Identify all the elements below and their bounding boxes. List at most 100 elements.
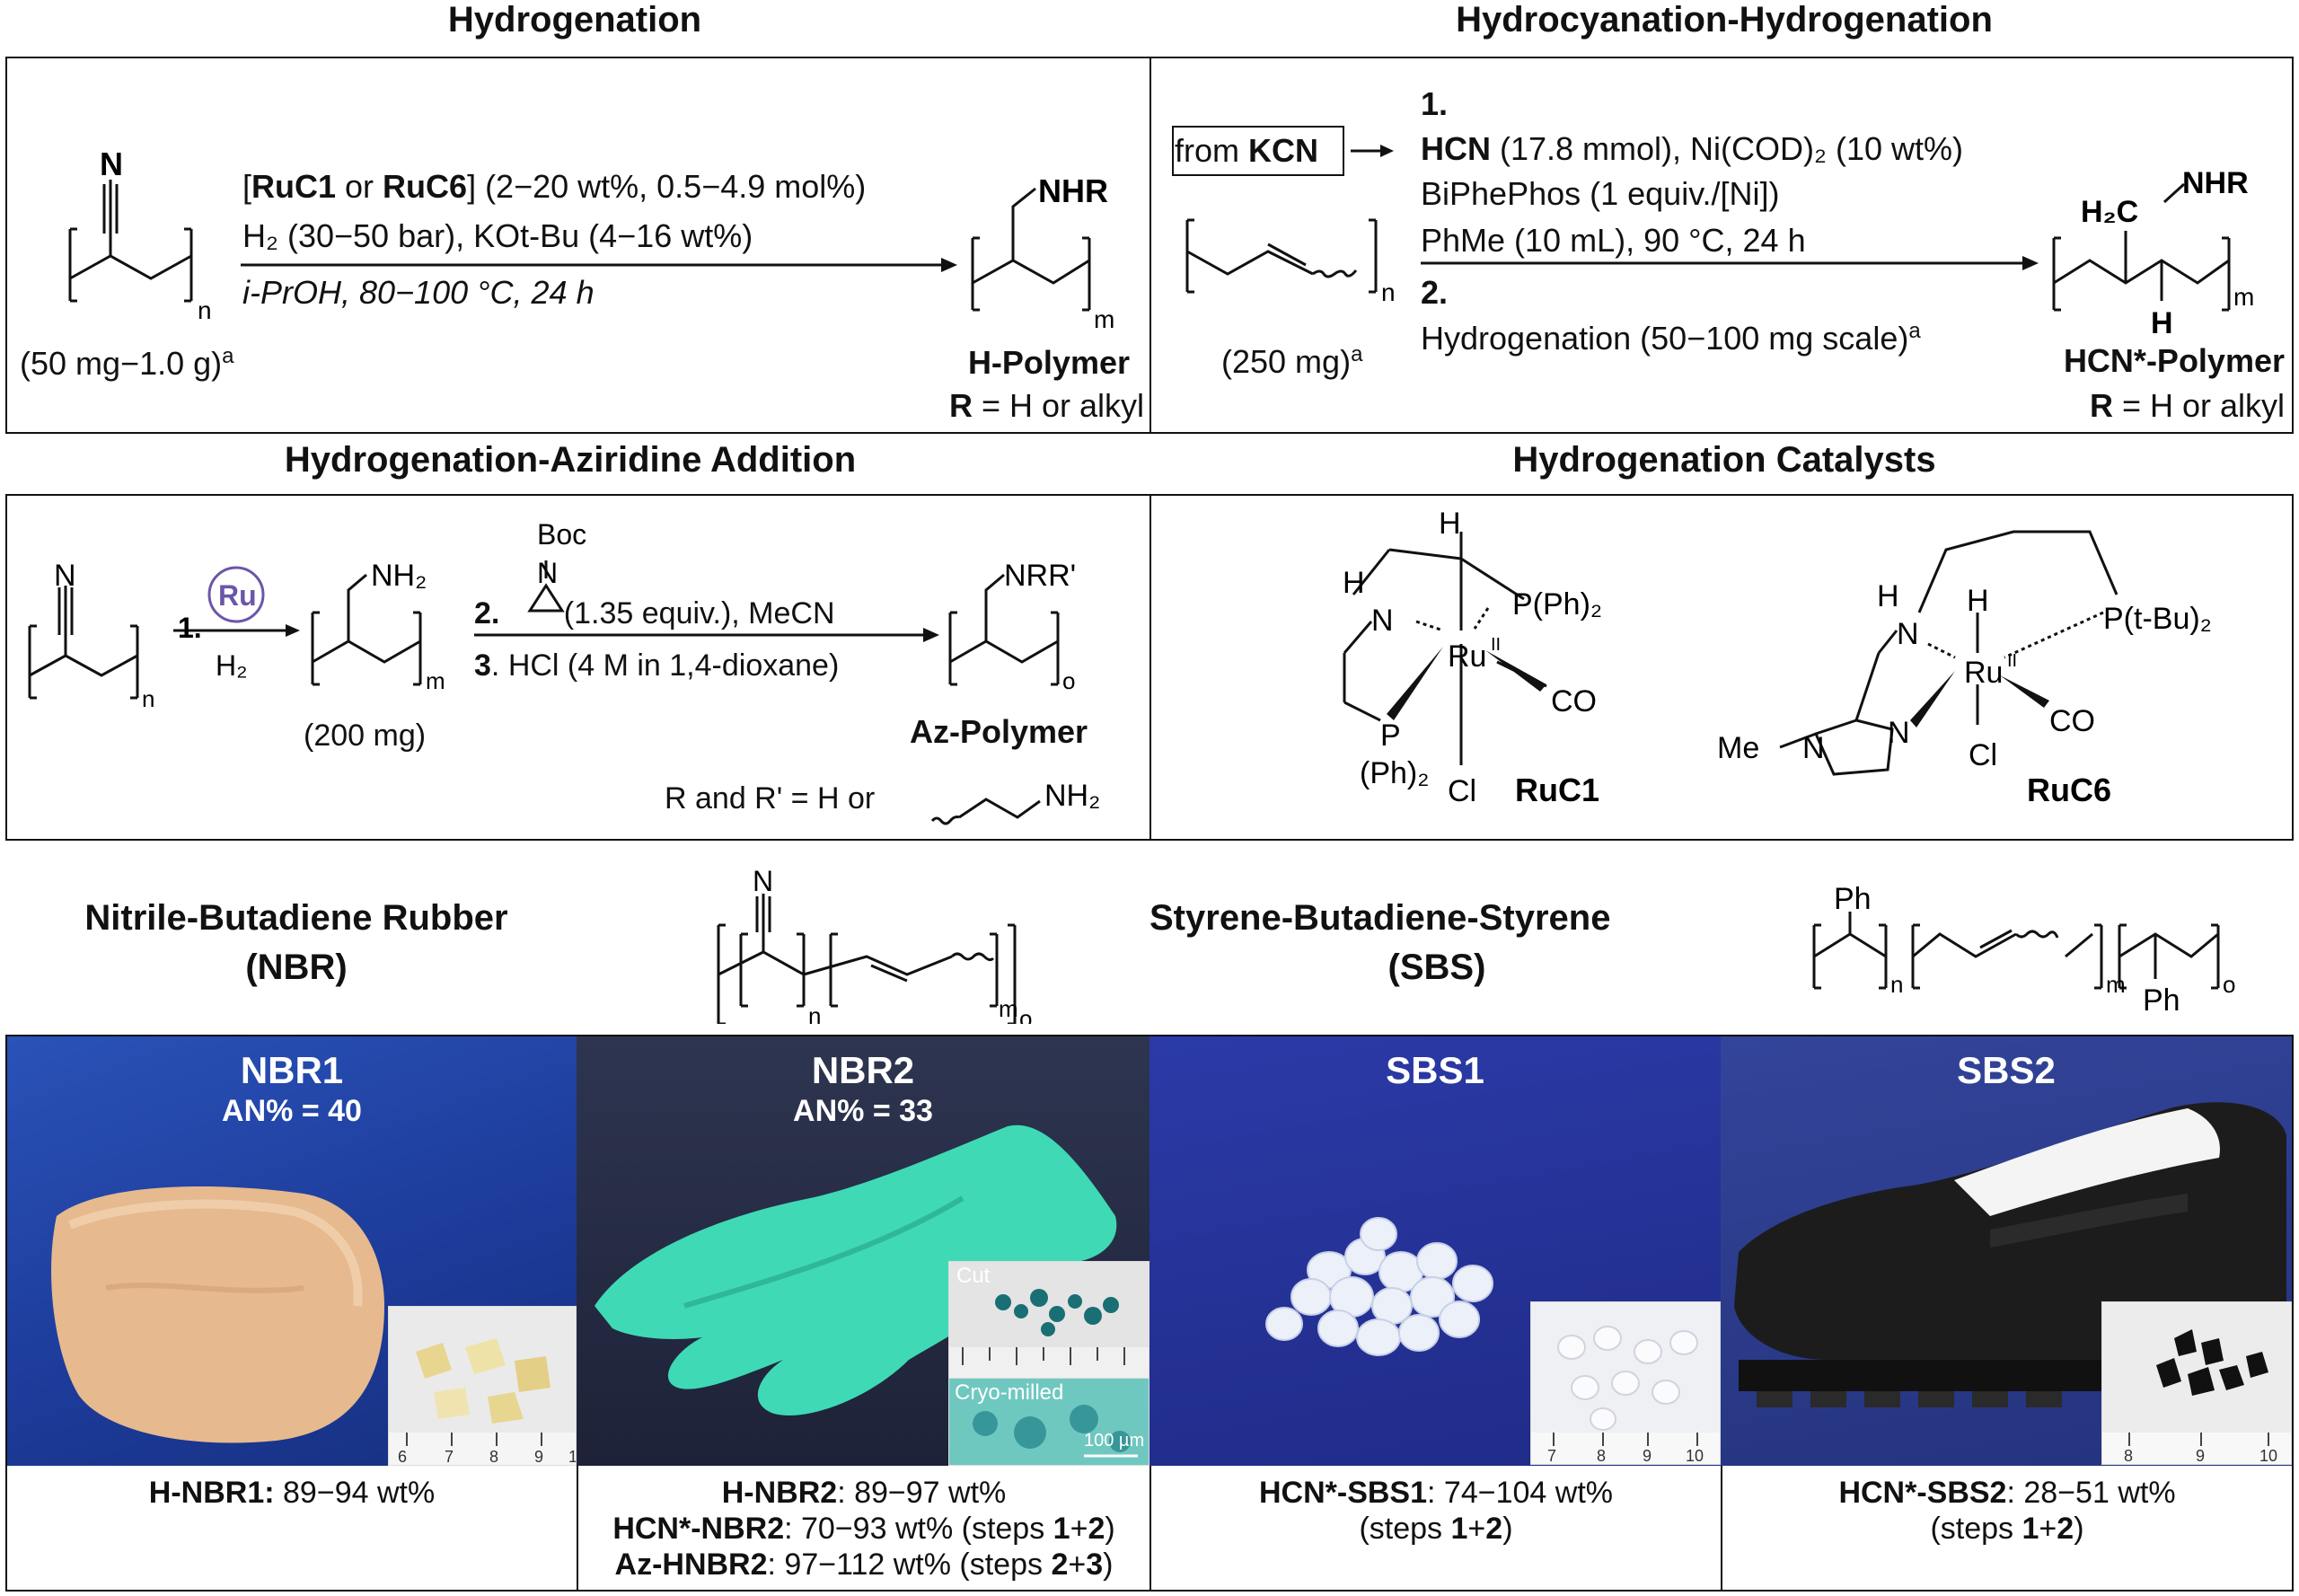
catalyst-structures: H H N Ru II P(Ph)₂ P (Ph)₂ CO Cl RuC1: [1343, 507, 2212, 808]
hydrogenation-panel: N n NHR m [RuC1 or RuC6] (2−20 wt%, 0.5−…: [5, 57, 1151, 434]
nbr2-inset-cryo-image: [973, 1405, 1138, 1458]
az-r-def: R and R' = H or: [665, 781, 876, 816]
material-structures: N n m o: [717, 865, 2235, 1024]
aziridine-scheme: N n Ru 1. H₂ NH₂ m Boc N NRR' o NH₂: [28, 518, 1100, 825]
step2-number: 2.: [1421, 274, 1449, 311]
sbs2-tick-9: 9: [2196, 1447, 2205, 1464]
nitrile-n-label: N: [54, 559, 76, 593]
nbr-title-1: Nitrile-Butadiene Rubber: [84, 898, 508, 938]
step1-hcn: HCN (17.8 mmol), Ni(COD)₂ (10 wt%): [1421, 130, 1964, 167]
nbr2-glove-image: [595, 1124, 1117, 1415]
nbr-sub-o: o: [1019, 1005, 1032, 1024]
caption-divider-2: [1150, 1466, 1151, 1590]
step1-number: 1.: [178, 612, 202, 644]
sbs-title-2: (SBS): [1387, 948, 1486, 987]
nhr-label: NHR: [2182, 166, 2249, 200]
ruc6-me: Me: [1717, 731, 1759, 765]
boc-label: Boc: [537, 518, 586, 551]
hydrogenation-scheme: N n NHR m: [68, 145, 1114, 333]
nbr-n: N: [753, 865, 773, 897]
sub-m: m: [426, 667, 445, 694]
sbs1-tick-7: 7: [1547, 1447, 1556, 1464]
nbr1-tick-9: 9: [534, 1448, 543, 1465]
photo-nbr1-sub: AN% = 40: [222, 1094, 362, 1128]
sbs2-tick-10: 10: [2259, 1447, 2277, 1464]
nbr-sub-m: m: [999, 995, 1018, 1022]
ruc1-ph2: (Ph)₂: [1360, 756, 1429, 790]
hcn-polymer-label: HCN*-Polymer: [2063, 342, 2285, 379]
step2-hydrogenation: Hydrogenation (50−100 mg scale)a: [1421, 319, 1921, 357]
sbs-title-1: Styrene-Butadiene-Styrene: [1150, 898, 1611, 938]
caption-sbs2: HCN*-SBS2: 28−51 wt% (steps 1+2): [1838, 1476, 2176, 1546]
sbs1-tick-10: 10: [1686, 1447, 1704, 1464]
nbr1-inset-image: 6 7 8 9 1: [389, 1338, 577, 1466]
header-catalysts: Hydrogenation Catalysts: [1512, 440, 1936, 480]
header-hydrogenation: Hydrogenation: [447, 0, 702, 40]
h-polymer-label: H-Polymer: [967, 344, 1130, 381]
sub-o: o: [1062, 667, 1075, 694]
nbr1-inset-pieces: 6 7 8 9 1: [388, 1306, 577, 1466]
hydrocyanation-scheme: n H₂C NHR H m: [1172, 126, 2254, 340]
sbs-sub-m: m: [2106, 971, 2126, 998]
header-aziridine: Hydrogenation-Aziridine Addition: [284, 440, 857, 480]
hydrogenation-conditions-1: [RuC1 or RuC6] (2−20 wt%, 0.5−4.9 mol%): [242, 168, 867, 205]
caption-nbr2: H-NBR2: 89−97 wt% HCN*-NBR2: 70−93 wt% (…: [612, 1476, 1115, 1582]
aziridine-n-label: N: [537, 557, 558, 589]
ruc6-ru: Ru: [1964, 656, 2003, 690]
ruc6-n: N: [1897, 617, 1919, 651]
r-nh2-label: NH₂: [1044, 779, 1100, 813]
h-polymer-r-def: R = H or alkyl: [948, 387, 1144, 424]
nitrile-n-label: N: [100, 145, 123, 182]
h2-label: H₂: [216, 649, 248, 682]
sbs1-pellets-image: [1265, 1217, 1493, 1356]
sub-m: m: [1094, 305, 1114, 333]
ruc6-name: RuC6: [2027, 772, 2111, 808]
sbs-sub-n: n: [1890, 971, 1903, 998]
ruc1-p-top: P(Ph)₂: [1512, 587, 1602, 622]
nbr2-inset-cut: Cut: [948, 1261, 1150, 1380]
az-polymer-label: Az-Polymer: [910, 713, 1088, 750]
ruc6-cl: Cl: [1969, 738, 1997, 772]
hydrocyanation-scale: (250 mg)a: [1221, 342, 1363, 380]
ruc1-n: N: [1371, 604, 1394, 638]
ru-catalyst-label: Ru: [218, 579, 257, 612]
step1-ligand: BiPhePhos (1 equiv./[Ni]): [1421, 175, 1780, 212]
ruc6-h-n: H: [1877, 579, 1899, 613]
sbs2-tick-8: 8: [2124, 1447, 2133, 1464]
photo-sbs2-title: SBS2: [1957, 1049, 2056, 1091]
sbs1-inset-pellets: 7 8 9 10: [1530, 1301, 1721, 1465]
nbr1-tick-6: 6: [398, 1448, 407, 1465]
photo-nbr1: NBR1 AN% = 40 6 7 8 9: [7, 1036, 577, 1466]
ruc6-co: CO: [2049, 704, 2095, 738]
nhr-label: NHR: [1038, 172, 1108, 209]
sub-n: n: [198, 296, 212, 324]
nbr2-scale-bar-label: 100 µm: [1084, 1431, 1145, 1451]
photo-nbr1-title: NBR1: [240, 1049, 344, 1091]
ruc1-h-top: H: [1439, 507, 1461, 541]
hydrogenation-conditions-2: H₂ (30−50 bar), KOt-Bu (4−16 wt%): [242, 217, 753, 254]
caption-sbs1: HCN*-SBS1: 74−104 wt% (steps 1+2): [1258, 1476, 1614, 1546]
photo-sbs2: SBS2: [1721, 1036, 2292, 1466]
ruc6-h-ru: H: [1967, 584, 1989, 618]
catalysts-panel: H H N Ru II P(Ph)₂ P (Ph)₂ CO Cl RuC1: [1150, 494, 2294, 841]
step2-conditions: 2. (1.35 equiv.), MeCN: [474, 596, 835, 630]
photo-panel: [5, 1035, 2294, 1592]
nbr1-tick-1: 1: [568, 1448, 576, 1465]
caption-divider-1: [577, 1466, 578, 1590]
ruc6-ru-ox: II: [2007, 651, 2017, 671]
nbr1-tick-8: 8: [489, 1448, 498, 1465]
sub-n: n: [142, 685, 154, 712]
hcn-polymer-r-def: R = H or alkyl: [2089, 387, 2285, 424]
hydrocyanation-panel: n H₂C NHR H m: [1150, 57, 2294, 434]
caption-divider-3: [1721, 1466, 1722, 1590]
ruc6-p-top: P(t-Bu)₂: [2103, 602, 2212, 636]
ruc1-ru-ox: II: [1491, 635, 1501, 655]
sbs2-inset-image: 8 9 10: [2102, 1329, 2291, 1465]
sub-m: m: [2233, 283, 2254, 311]
photo-sbs1: SBS1: [1150, 1036, 1721, 1466]
header-hydrocyanation: Hydrocyanation-Hydrogenation: [1456, 0, 1993, 40]
sbs1-inset-image: 7 8 9 10: [1531, 1326, 1720, 1465]
from-kcn-label: from KCN: [1175, 132, 1319, 169]
nbr-title-2: (NBR): [245, 948, 348, 987]
